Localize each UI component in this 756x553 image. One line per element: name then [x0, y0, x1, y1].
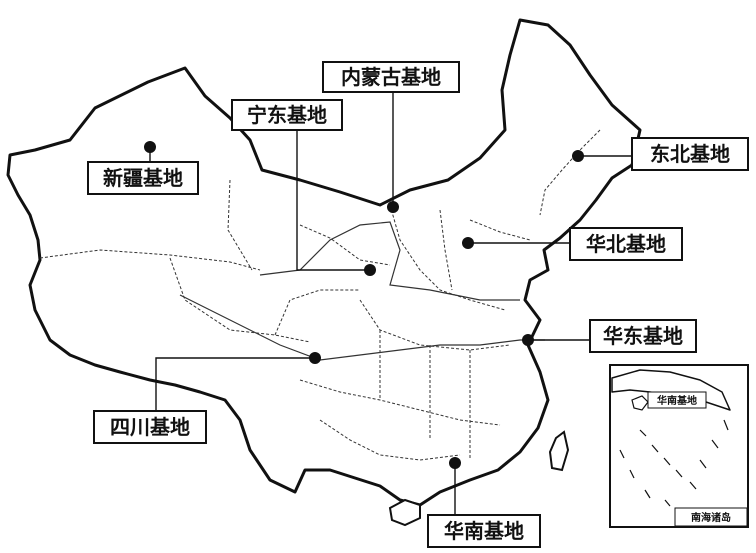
marker-sichuan	[309, 352, 321, 364]
marker-huadong	[522, 334, 534, 346]
label-sichuan: 四川基地	[93, 410, 207, 444]
inset-hainan-label-box	[647, 391, 707, 409]
svg-text:内蒙古基地: 内蒙古基地	[341, 65, 441, 89]
leader-sichuan	[155, 357, 315, 411]
marker-xinjiang	[144, 141, 156, 153]
marker-ningdong	[364, 264, 376, 276]
marker-dongbei	[572, 150, 584, 162]
marker-huanan	[449, 457, 461, 469]
yellow-river	[259, 221, 520, 301]
country-outline	[6, 18, 642, 507]
label-neimenggu: 内蒙古基地	[322, 61, 460, 93]
province-boundaries	[39, 129, 601, 461]
label-huanan: 华南基地	[427, 514, 541, 548]
svg-text:新疆基地: 新疆基地	[103, 166, 183, 190]
hainan-island	[388, 498, 421, 527]
svg-text:华北基地: 华北基地	[586, 232, 666, 256]
label-dongbei: 东北基地	[631, 137, 749, 171]
label-xinjiang: 新疆基地	[87, 161, 199, 195]
inset-hainan-label: 华南基地	[657, 394, 697, 407]
label-ningdong: 宁东基地	[231, 99, 343, 131]
inset-title-box	[674, 507, 748, 527]
svg-text:宁东基地: 宁东基地	[247, 103, 327, 127]
svg-text:华东基地: 华东基地	[603, 324, 683, 348]
inset-title: 南海诸岛	[691, 511, 731, 524]
taiwan-island	[548, 430, 570, 472]
label-huadong: 华东基地	[589, 319, 697, 353]
svg-text:东北基地: 东北基地	[650, 142, 730, 166]
yangtze-river	[179, 294, 545, 361]
marker-huabei	[462, 237, 474, 249]
inset-islands	[619, 419, 729, 507]
inset-hainan	[631, 395, 649, 411]
svg-text:华南基地: 华南基地	[444, 519, 524, 543]
marker-neimenggu	[387, 201, 399, 213]
svg-text:四川基地: 四川基地	[110, 415, 190, 439]
label-huabei: 华北基地	[569, 227, 683, 261]
leader-ningdong	[296, 128, 368, 271]
